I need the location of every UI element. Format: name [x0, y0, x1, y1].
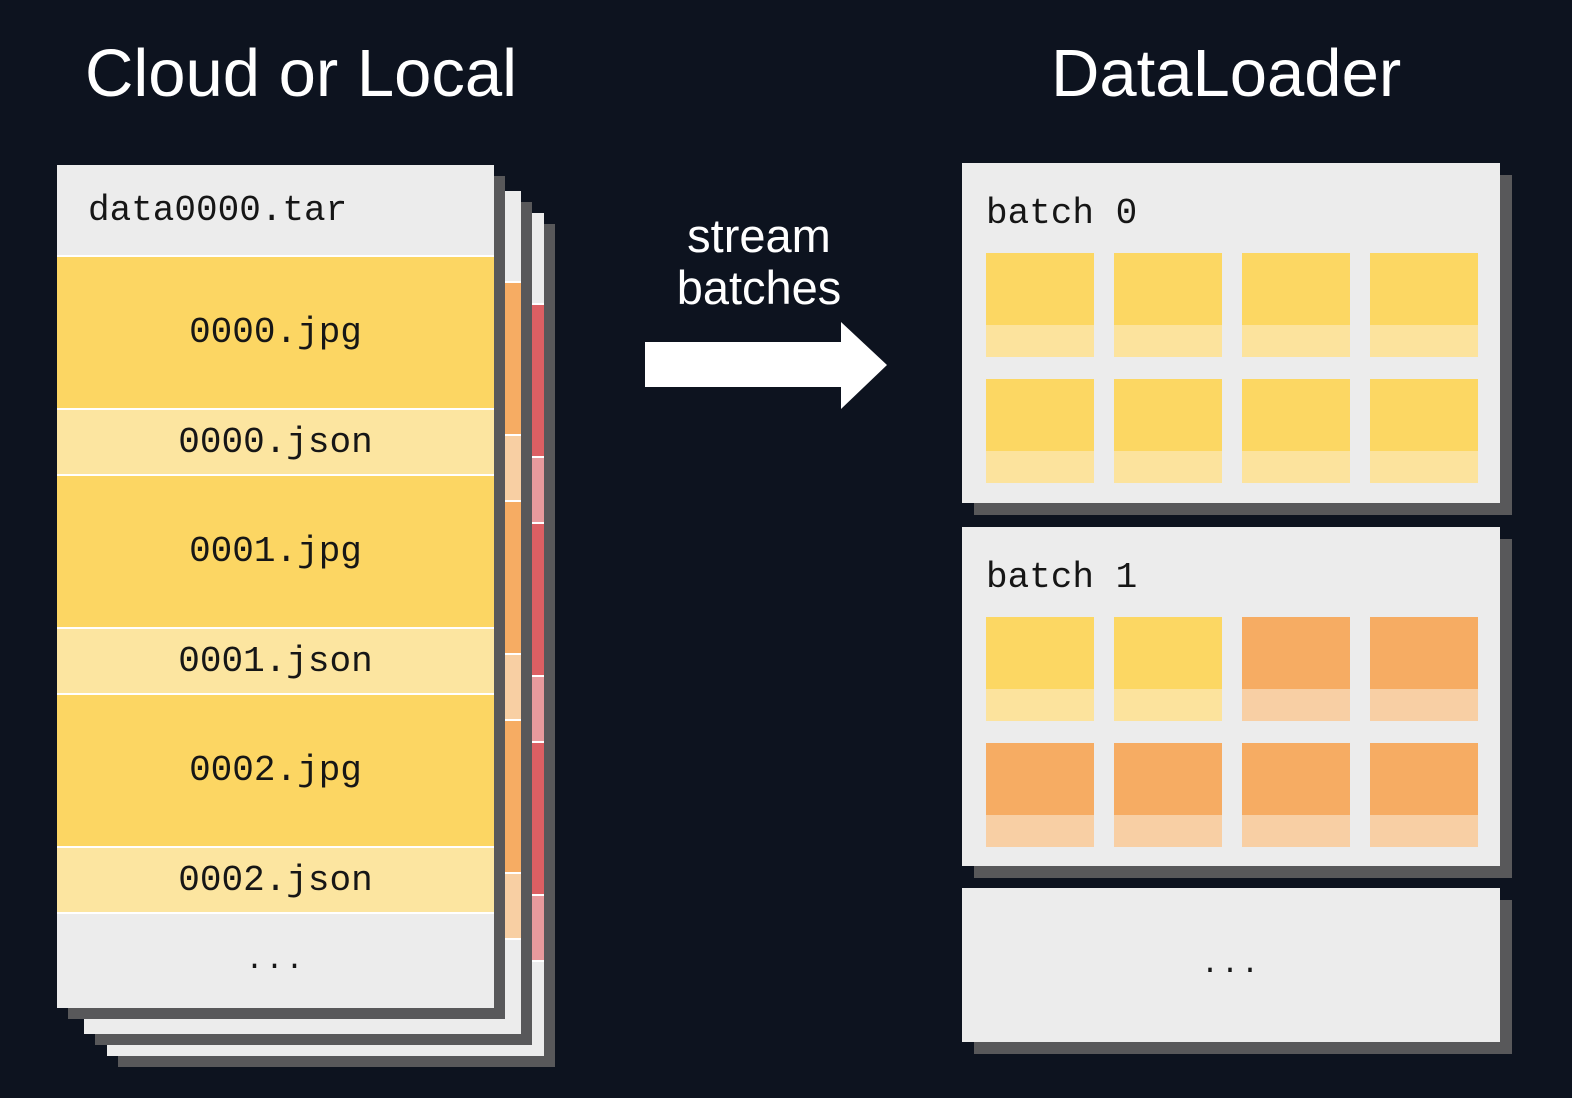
more-batches-ellipsis: ... [1200, 948, 1261, 982]
tar-card-front: data0000.tar 0000.jpg 0000.json 0001.jpg… [57, 165, 494, 1008]
batch-1-label: batch 1 [986, 557, 1138, 598]
batch-card-0: batch 0 [962, 163, 1500, 503]
tile-image-part [1242, 617, 1350, 689]
sample-tile [1370, 617, 1478, 721]
tile-image-part [1114, 617, 1222, 689]
sample-tile [1114, 617, 1222, 721]
tile-image-part [1242, 743, 1350, 815]
tile-json-part [1242, 325, 1350, 357]
tile-image-part [986, 379, 1094, 451]
tar-entry-jpg: 0000.jpg [57, 255, 494, 408]
tile-json-part [1370, 689, 1478, 721]
tile-image-part [1242, 379, 1350, 451]
tar-more-ellipsis: ... [57, 912, 494, 1008]
tile-image-part [1370, 379, 1478, 451]
tar-entry-json: 0001.json [57, 627, 494, 693]
batch-0-label: batch 0 [986, 193, 1138, 234]
sample-tile [986, 379, 1094, 483]
sample-tile [1242, 379, 1350, 483]
tile-json-part [1370, 451, 1478, 483]
tile-json-part [1370, 325, 1478, 357]
tile-json-part [1242, 689, 1350, 721]
tile-json-part [1242, 815, 1350, 847]
tile-json-part [1114, 325, 1222, 357]
sample-tile [1370, 743, 1478, 847]
tile-json-part [1242, 451, 1350, 483]
tile-image-part [1370, 743, 1478, 815]
stream-label-line2: batches [676, 261, 842, 314]
sample-tile [986, 253, 1094, 357]
right-arrow-icon [645, 322, 887, 409]
tile-image-part [1114, 253, 1222, 325]
batch-card-1: batch 1 [962, 527, 1500, 866]
tile-json-part [1114, 451, 1222, 483]
sample-tile [986, 743, 1094, 847]
tile-image-part [1114, 379, 1222, 451]
tile-json-part [986, 689, 1094, 721]
tar-filename: data0000.tar [57, 165, 494, 255]
sample-tile [1370, 253, 1478, 357]
tile-image-part [1370, 617, 1478, 689]
tile-image-part [1242, 253, 1350, 325]
batch-1-tile-grid [986, 617, 1478, 847]
stream-batches-label: stream batches [609, 210, 909, 314]
sample-tile [1242, 743, 1350, 847]
page-title-source: Cloud or Local [85, 36, 518, 111]
page-title-dataloader: DataLoader [1051, 36, 1402, 111]
sample-tile [1242, 253, 1350, 357]
tile-json-part [1114, 815, 1222, 847]
tile-json-part [1370, 815, 1478, 847]
batch-0-tile-grid [986, 253, 1478, 483]
tar-entry-json: 0002.json [57, 846, 494, 912]
tile-image-part [986, 253, 1094, 325]
sample-tile [1114, 379, 1222, 483]
more-batches-card: ... [962, 888, 1500, 1042]
tile-json-part [986, 451, 1094, 483]
tile-image-part [1370, 253, 1478, 325]
tar-entry-json: 0000.json [57, 408, 494, 474]
sample-tile [986, 617, 1094, 721]
tar-entry-jpg: 0001.jpg [57, 474, 494, 627]
stream-label-line1: stream [687, 209, 831, 262]
tile-json-part [986, 325, 1094, 357]
sample-tile [1114, 743, 1222, 847]
tile-json-part [1114, 689, 1222, 721]
tile-json-part [986, 815, 1094, 847]
sample-tile [1114, 253, 1222, 357]
tile-image-part [986, 743, 1094, 815]
sample-tile [1370, 379, 1478, 483]
tile-image-part [1114, 743, 1222, 815]
tar-entry-jpg: 0002.jpg [57, 693, 494, 846]
sample-tile [1242, 617, 1350, 721]
tile-image-part [986, 617, 1094, 689]
